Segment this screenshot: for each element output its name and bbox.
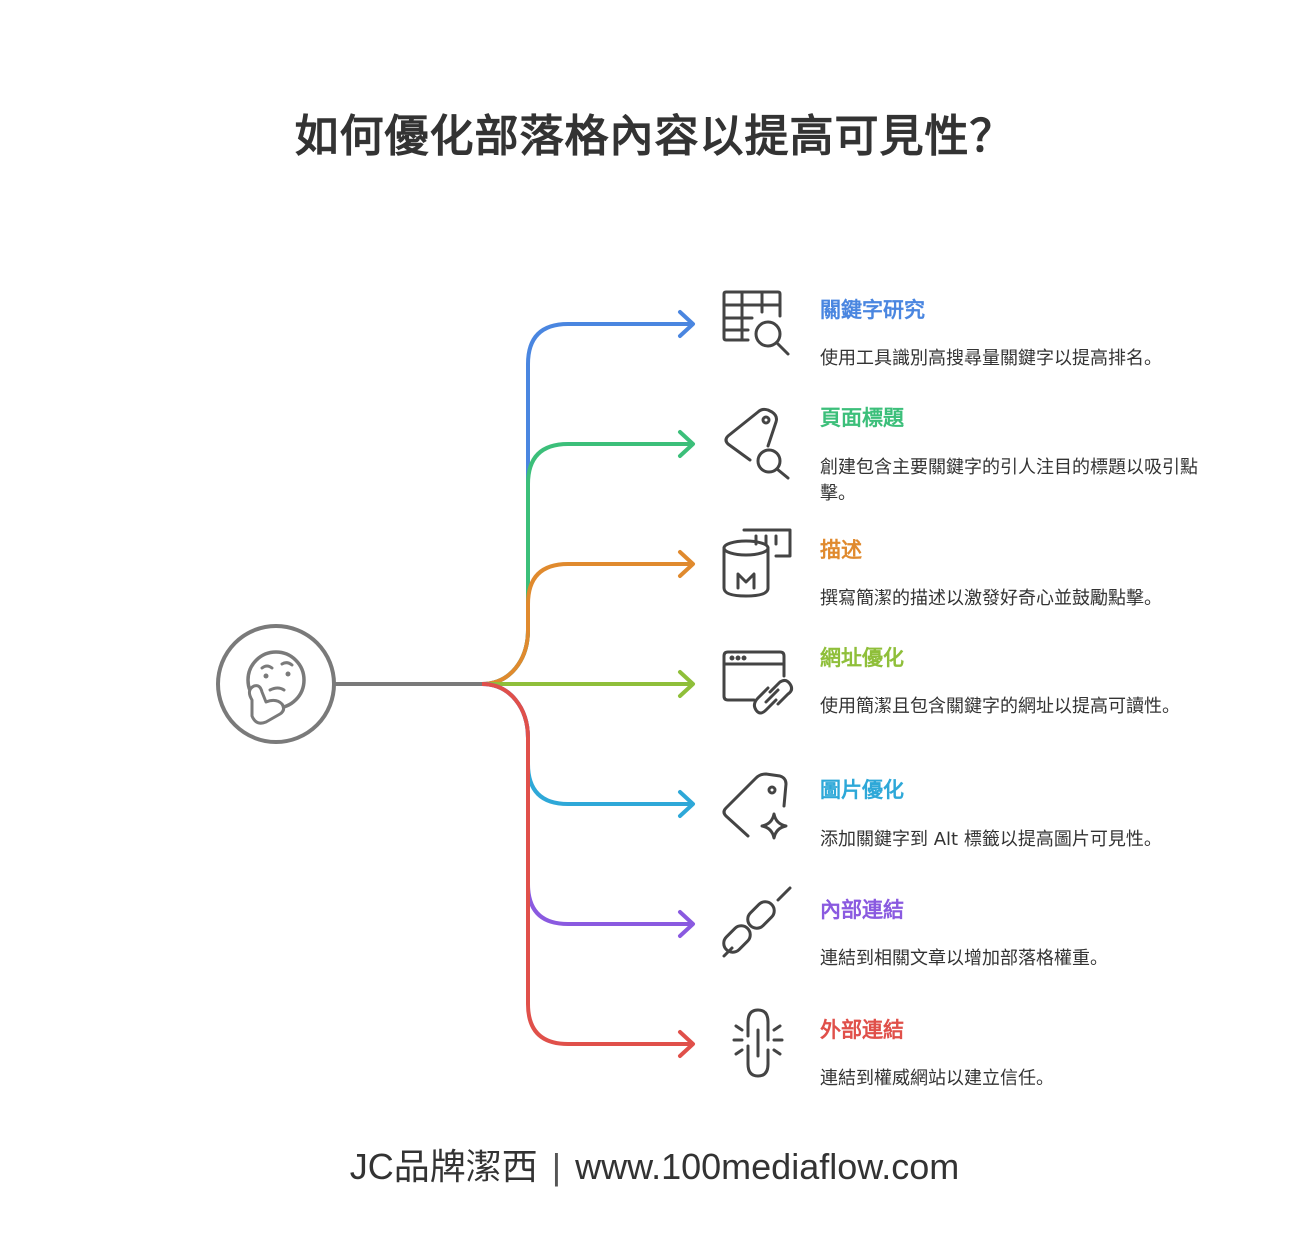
item-desc-external-links: 連結到權威網站以建立信任。 xyxy=(820,1068,1054,1089)
tag-search-icon xyxy=(724,407,790,480)
branch-arrow-3 xyxy=(678,550,695,578)
item-title-external-links: 外部連結 xyxy=(820,1018,904,1042)
item-title-description: 描述 xyxy=(820,538,862,562)
table-search-icon xyxy=(722,290,790,356)
branch-arrow-1 xyxy=(678,310,695,338)
markdown-database-icon xyxy=(722,528,792,598)
branch-arrow-2 xyxy=(678,430,695,458)
thinking-face-icon xyxy=(216,624,336,744)
broken-link-icon xyxy=(732,1008,784,1078)
branch-arrow-5 xyxy=(678,790,695,818)
footer-separator: | xyxy=(551,1146,562,1187)
item-desc-page-title: 創建包含主要關鍵字的引人注目的標題以吸引點擊。 xyxy=(820,457,1198,504)
branch-line-5 xyxy=(481,682,692,806)
item-title-url-optimization: 網址優化 xyxy=(820,646,904,670)
browser-link-icon xyxy=(722,650,794,715)
branch-line-1 xyxy=(481,322,692,686)
item-desc-keyword-research: 使用工具識別高搜尋量關鍵字以提高排名。 xyxy=(820,348,1162,369)
item-desc-internal-links: 連結到相關文章以增加部落格權重。 xyxy=(820,948,1108,969)
chain-link-icon xyxy=(722,886,792,958)
item-desc-image-optimization: 添加關鍵字到 Alt 標籤以提高圖片可見性。 xyxy=(820,829,1162,850)
footer-brand: JC品牌潔西 xyxy=(349,1146,538,1187)
item-title-page-title: 頁面標題 xyxy=(820,406,904,430)
tag-sparkle-icon xyxy=(722,772,788,840)
branch-line-3 xyxy=(481,562,692,686)
branch-arrow-7 xyxy=(678,1030,695,1058)
item-desc-description: 撰寫簡潔的描述以激發好奇心並鼓勵點擊。 xyxy=(820,588,1162,609)
item-title-image-optimization: 圖片優化 xyxy=(820,778,904,802)
branch-arrow-6 xyxy=(678,910,695,938)
branch-line-7 xyxy=(481,682,692,1046)
branch-arrow-4 xyxy=(678,670,695,698)
item-title-internal-links: 內部連結 xyxy=(820,898,904,922)
footer: JC品牌潔西 | www.100mediaflow.com xyxy=(0,1138,1309,1190)
item-desc-url-optimization: 使用簡潔且包含關鍵字的網址以提高可讀性。 xyxy=(820,696,1180,717)
footer-url: www.100mediaflow.com xyxy=(575,1146,960,1187)
page-title: 如何優化部落格內容以提高可見性？ xyxy=(294,111,1015,162)
item-title-keyword-research: 關鍵字研究 xyxy=(820,298,925,322)
